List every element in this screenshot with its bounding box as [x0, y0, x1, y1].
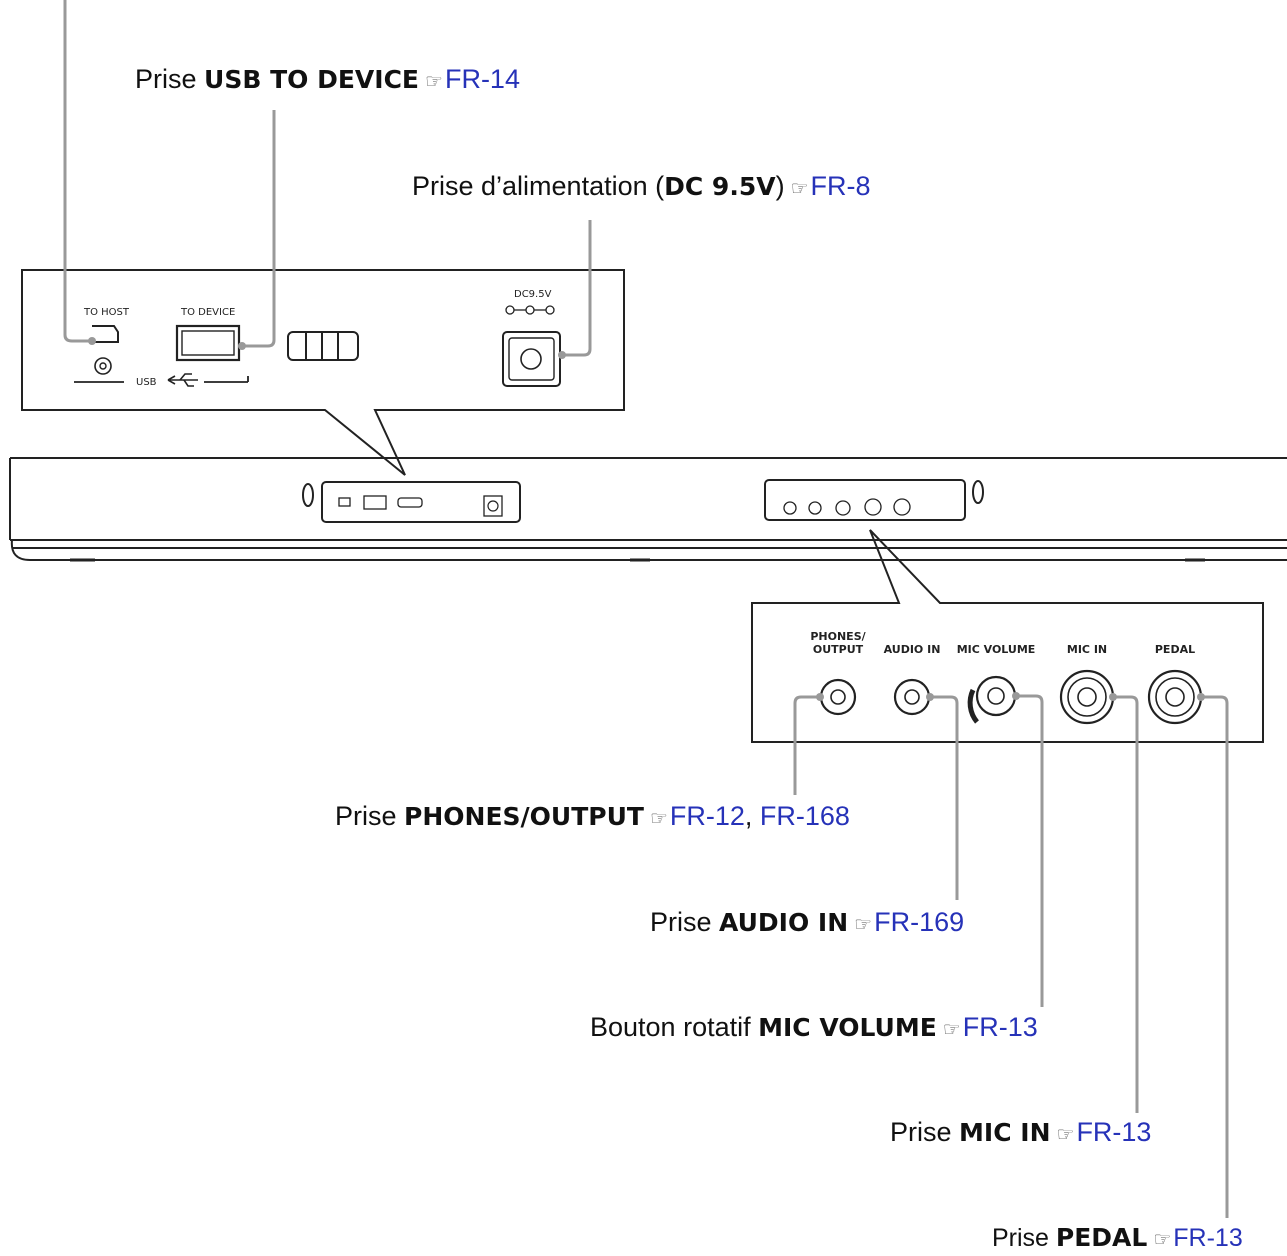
- ref-link[interactable]: FR-13: [1076, 1117, 1152, 1147]
- phones-label-2: OUTPUT: [813, 643, 864, 656]
- hand-pointer-icon: ☞: [790, 178, 809, 200]
- leader-to-host: [63, 0, 92, 343]
- mic-in-label: MIC IN: [1067, 643, 1107, 656]
- to-host-label: TO HOST: [83, 307, 130, 318]
- callout-phones: Prise PHONES/OUTPUT☞FR-12, FR-168: [335, 801, 850, 831]
- hook-left: [302, 483, 314, 507]
- callout-mic-volume: Bouton rotatif MIC VOLUME☞FR-13: [590, 1012, 1038, 1042]
- ref-link[interactable]: FR-8: [810, 171, 871, 201]
- left-mini-panel: [321, 481, 521, 523]
- pedal-label: PEDAL: [1155, 643, 1195, 656]
- mic-volume-label: MIC VOLUME: [957, 643, 1036, 656]
- usb-label: USB: [136, 377, 157, 388]
- callout-audio-in: Prise AUDIO IN☞FR-169: [650, 907, 965, 937]
- leader-pedal: [1201, 695, 1229, 1218]
- phones-jack: [819, 678, 857, 716]
- hand-pointer-icon: ☞: [425, 71, 443, 93]
- ref-link[interactable]: FR-13: [1173, 1224, 1243, 1252]
- ref-link[interactable]: FR-14: [444, 64, 520, 94]
- ref-link[interactable]: FR-12: [669, 801, 745, 831]
- mic-volume-knob: [975, 675, 1017, 717]
- audio-in-label: AUDIO IN: [884, 643, 941, 656]
- right-enlarged-panel: [751, 529, 1264, 743]
- ref-link[interactable]: FR-13: [962, 1012, 1038, 1042]
- ref-link[interactable]: FR-168: [759, 801, 850, 831]
- left-enlarged-panel: [21, 269, 625, 476]
- leader-phones: [793, 695, 820, 795]
- ref-link[interactable]: FR-169: [874, 907, 965, 937]
- hand-pointer-icon: ☞: [1056, 1124, 1075, 1146]
- hook-right: [972, 480, 984, 504]
- leader-power: [562, 220, 592, 357]
- phones-label-1: PHONES/: [810, 630, 866, 643]
- callout-mic-in: Prise MIC IN☞FR-13: [890, 1117, 1152, 1147]
- hand-pointer-icon: ☞: [942, 1019, 961, 1041]
- leader-mic-in: [1113, 695, 1139, 1113]
- leader-mic-volume: [1016, 694, 1044, 1007]
- to-device-label: TO DEVICE: [180, 307, 235, 318]
- hand-pointer-icon: ☞: [1153, 1229, 1172, 1251]
- dc-label: DC9.5V: [514, 289, 552, 300]
- callout-usb-device: Prise USB TO DEVICE☞FR-14: [135, 64, 520, 94]
- hand-pointer-icon: ☞: [854, 914, 873, 936]
- right-mini-panel: [764, 479, 966, 521]
- keyboard-body: [9, 457, 1287, 561]
- leader-audio-in: [930, 695, 959, 900]
- audio-in-jack: [893, 678, 931, 716]
- leader-usb-device: [242, 110, 276, 348]
- callout-pedal: Prise PEDAL☞FR-13: [992, 1223, 1243, 1252]
- callout-power: Prise d’alimentation (DC 9.5V)☞FR-8: [412, 171, 871, 201]
- hand-pointer-icon: ☞: [649, 808, 668, 830]
